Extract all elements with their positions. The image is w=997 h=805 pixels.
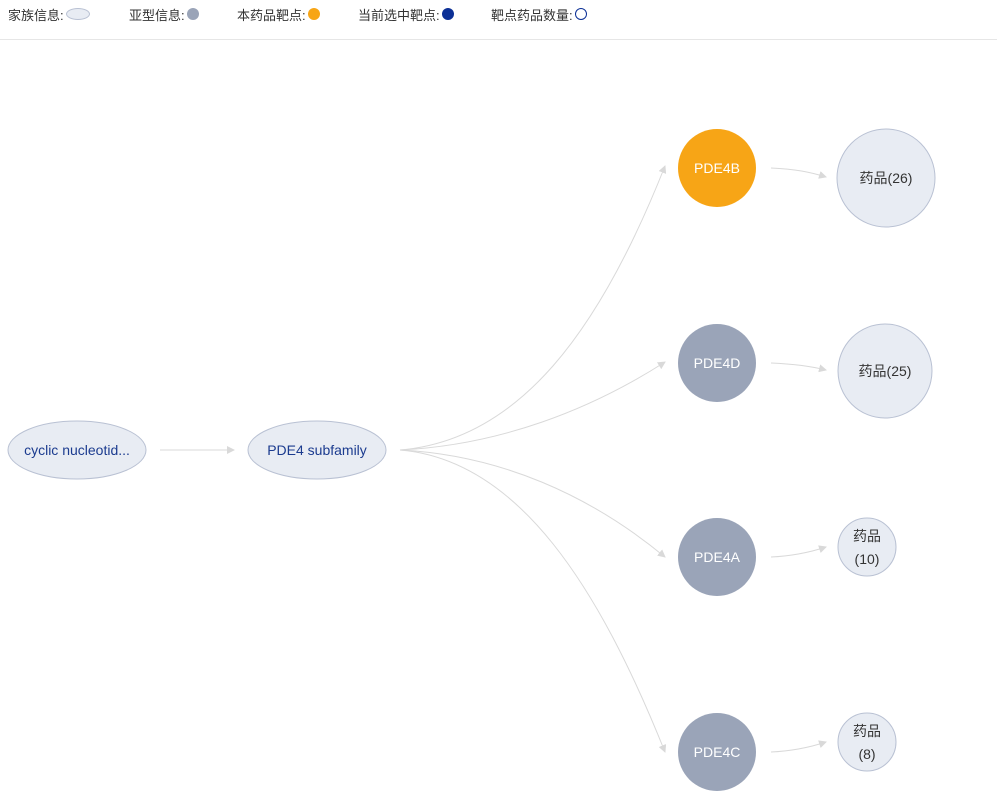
- legend-selected-target-label: 当前选中靶点:: [358, 7, 440, 23]
- family-ellipse-icon: [65, 8, 90, 20]
- target-node-pde4b[interactable]: PDE4B: [678, 129, 756, 207]
- target-node-pde4c[interactable]: PDE4C: [678, 713, 756, 791]
- family-node-cyclic-nucleotide[interactable]: cyclic nucleotid...: [7, 420, 147, 480]
- edge-pde4a-to-drugs: [770, 545, 827, 558]
- legend-selected-target: 当前选中靶点:: [358, 6, 454, 23]
- drug-count-label-line2: (8): [858, 746, 875, 762]
- edge-pde4d-to-drugs: [770, 362, 827, 373]
- legend-drug-target: 本药品靶点:: [237, 6, 320, 23]
- legend-subtype: 亚型信息:: [129, 6, 199, 23]
- drug-count-circle-icon: [574, 8, 587, 20]
- subtype-dot-icon: [186, 8, 199, 20]
- target-node-pde4a[interactable]: PDE4A: [678, 518, 756, 596]
- edge-subfamily-to-pde4c: [399, 449, 667, 753]
- legend-family-label: 家族信息:: [8, 7, 64, 23]
- drug-count-label-line1: 药品: [853, 723, 881, 739]
- target-node-label: PDE4A: [694, 549, 741, 565]
- legend-subtype-label: 亚型信息:: [129, 7, 185, 23]
- drug-count-node-pde4c[interactable]: 药品 (8): [837, 712, 897, 772]
- drug-target-dot-icon: [307, 8, 320, 20]
- legend-drug-count: 靶点药品数量:: [491, 6, 587, 23]
- legend-family: 家族信息:: [8, 6, 90, 23]
- edge-subfamily-to-pde4b: [399, 165, 667, 451]
- legend-drug-target-label: 本药品靶点:: [237, 7, 306, 23]
- drug-count-label: 药品(25): [859, 363, 912, 379]
- edges: [160, 165, 827, 753]
- drug-count-node-pde4b[interactable]: 药品(26): [836, 128, 936, 228]
- edge-subfamily-to-pde4d: [399, 361, 666, 451]
- legend-bar: 家族信息: 亚型信息: 本药品靶点: 当前选中靶点: 靶点药品数量:: [0, 0, 997, 40]
- family-node-label: PDE4 subfamily: [267, 442, 367, 458]
- drug-count-node-pde4a[interactable]: 药品 (10): [837, 517, 897, 577]
- selected-target-dot-icon: [441, 8, 454, 20]
- drug-count-label-line1: 药品: [853, 528, 881, 544]
- family-node-label: cyclic nucleotid...: [24, 442, 130, 458]
- target-node-pde4d[interactable]: PDE4D: [678, 324, 756, 402]
- target-node-label: PDE4C: [694, 744, 741, 760]
- drug-count-node-pde4d[interactable]: 药品(25): [837, 323, 933, 419]
- target-node-label: PDE4B: [694, 160, 740, 176]
- edge-pde4b-to-drugs: [770, 167, 827, 179]
- drug-count-label: 药品(26): [860, 170, 913, 186]
- legend-drug-count-label: 靶点药品数量:: [491, 7, 573, 23]
- edge-pde4c-to-drugs: [770, 740, 827, 753]
- family-node-pde4-subfamily[interactable]: PDE4 subfamily: [247, 420, 387, 480]
- target-node-label: PDE4D: [694, 355, 741, 371]
- drug-count-label-line2: (10): [855, 551, 880, 567]
- edge-subfamily-to-pde4a: [399, 449, 666, 558]
